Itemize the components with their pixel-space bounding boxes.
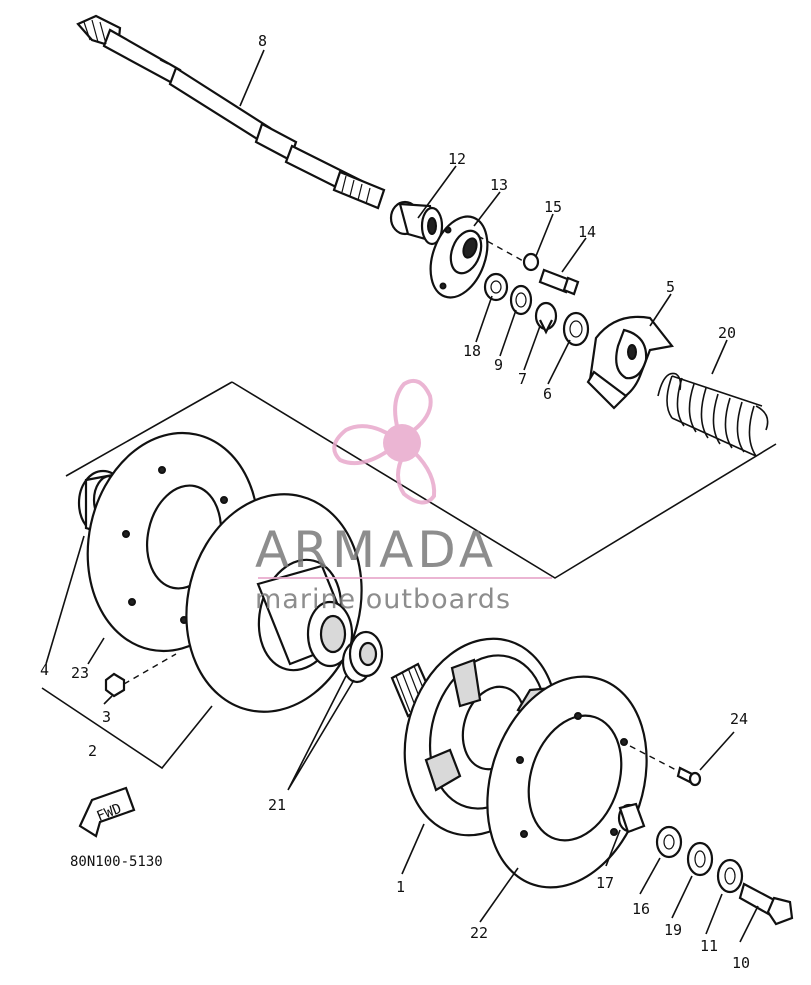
watermark: ARMADA marine outboards (255, 379, 552, 615)
rotor (185, 493, 363, 713)
callout-6: 6 (543, 385, 552, 403)
nut (104, 653, 177, 698)
watermark-tagline: marine outboards (255, 584, 511, 615)
propeller-logo-icon (332, 379, 437, 505)
callout-4: 4 (40, 661, 49, 679)
assembly-frame (41, 381, 777, 770)
disc-hardware (617, 766, 794, 926)
collars (341, 630, 384, 684)
bearing (389, 200, 444, 246)
callout-2: 2 (88, 742, 97, 760)
callout-numbers: 8 12 13 15 14 5 20 18 9 7 6 4 23 3 2 21 … (40, 32, 750, 972)
callout-17: 17 (596, 874, 614, 892)
callout-20: 20 (718, 324, 736, 342)
diagram-code: 80N100-5130 (70, 854, 163, 870)
callout-21: 21 (268, 796, 286, 814)
callout-15: 15 (544, 198, 562, 216)
leader-lines (45, 49, 759, 943)
cam (586, 315, 674, 410)
callout-22: 22 (470, 924, 488, 942)
callout-1: 1 (396, 878, 405, 896)
callout-18: 18 (463, 342, 481, 360)
callout-12: 12 (448, 150, 466, 168)
callout-8: 8 (258, 32, 267, 50)
small-hardware (483, 252, 590, 347)
callout-11: 11 (700, 937, 718, 955)
fwd-arrow: FWD (78, 786, 136, 838)
callout-24: 24 (730, 710, 748, 728)
callout-10: 10 (732, 954, 750, 972)
drive-shaft (76, 14, 386, 210)
callout-7: 7 (518, 370, 527, 388)
callout-23: 23 (71, 664, 89, 682)
brake-disc (486, 675, 681, 889)
callout-16: 16 (632, 900, 650, 918)
callout-5: 5 (666, 278, 675, 296)
spring (657, 372, 769, 457)
callout-14: 14 (578, 223, 596, 241)
callout-13: 13 (490, 176, 508, 194)
callout-19: 19 (664, 921, 682, 939)
watermark-brand: ARMADA (255, 521, 497, 579)
flange (429, 215, 526, 299)
callout-9: 9 (494, 356, 503, 374)
callout-3: 3 (102, 708, 111, 726)
